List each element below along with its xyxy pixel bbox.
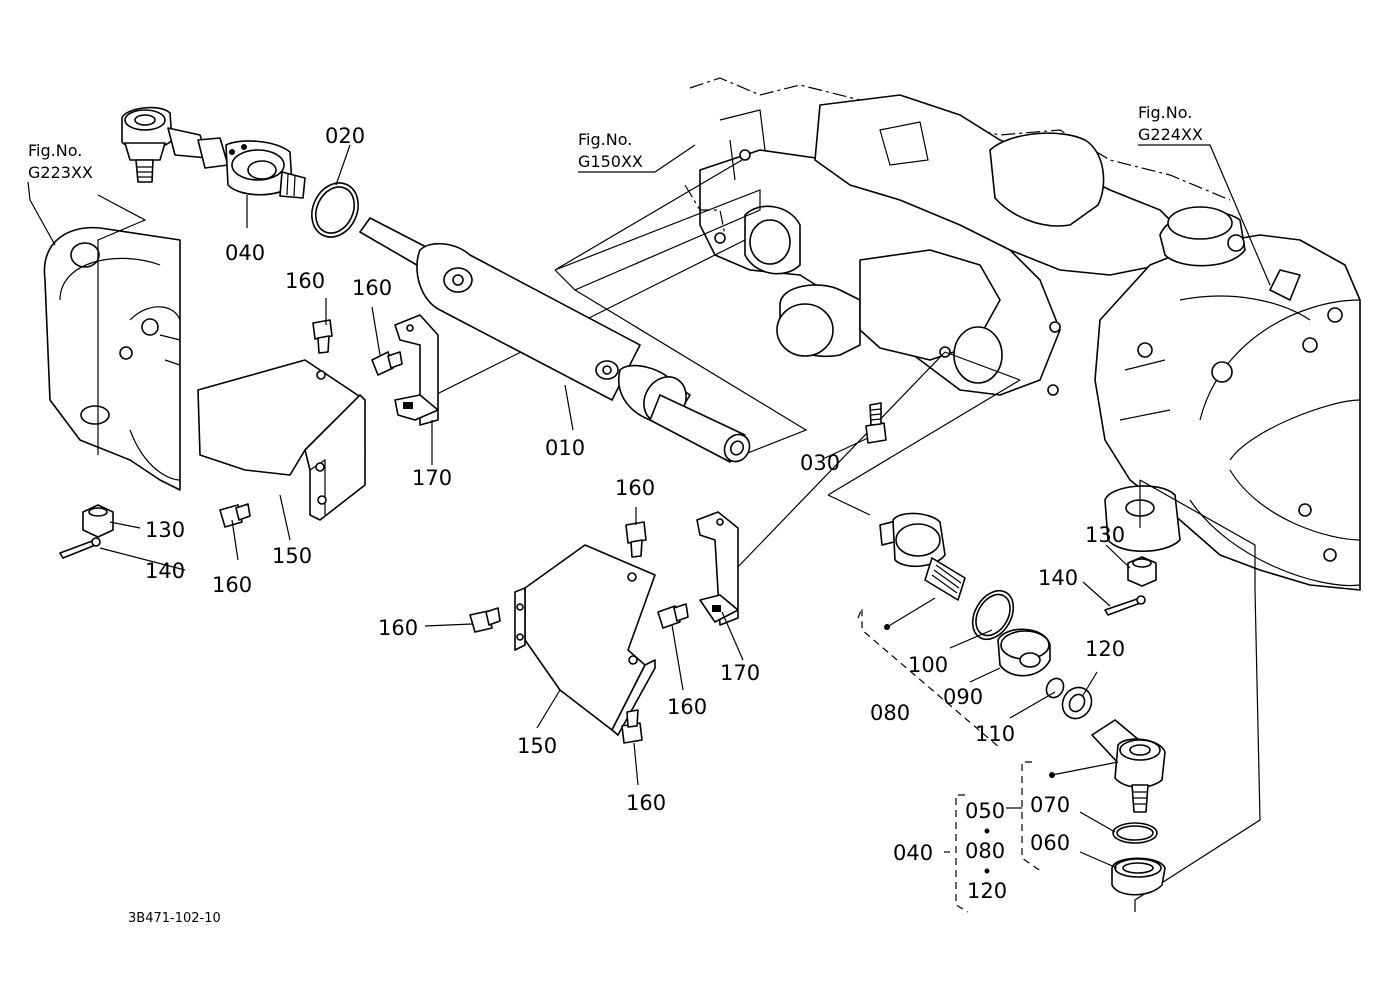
figure-references: Fig.No. G223XX Fig.No. G150XX Fig.No. G2… (28, 103, 1203, 182)
label-160-g: 160 (626, 791, 666, 815)
label-170-b: 170 (720, 661, 760, 685)
fig-ref-g224-line1: Fig.No. (1138, 103, 1192, 122)
bracket-170-lower (696, 511, 739, 626)
label-080-b: 080 (965, 839, 1005, 863)
label-090: 090 (943, 685, 983, 709)
label-040-bottom: 040 (893, 841, 933, 865)
label-160-a: 160 (285, 269, 325, 293)
leader-lines (27, 144, 1271, 869)
bolt-160-d (625, 521, 647, 558)
assembly-grouping-lines (857, 607, 1043, 913)
bolt-160-c (219, 503, 251, 528)
bolt-160-b (371, 351, 403, 376)
label-150-b: 150 (517, 734, 557, 758)
bolt-160-f (657, 603, 689, 629)
bolt-160-e (469, 607, 501, 633)
label-030: 030 (800, 451, 840, 475)
fig-ref-g150-line1: Fig.No. (578, 130, 632, 149)
shield-150-upper (197, 359, 366, 521)
fig-ref-g223-line1: Fig.No. (28, 141, 82, 160)
label-120-a: 120 (1085, 637, 1125, 661)
bracket-170-upper (394, 314, 439, 426)
o-ring-020 (311, 182, 359, 238)
label-160-e: 160 (378, 616, 418, 640)
part-number-labels: 020 040 160 160 010 170 150 160 130 140 … (145, 124, 1125, 903)
front-axle-housing (684, 77, 1231, 396)
bolts-160 (219, 319, 689, 744)
tie-rod-end-right (879, 512, 1166, 896)
fig-ref-g223-line2: G223XX (28, 163, 93, 182)
cotter-pin-140-left (59, 537, 101, 559)
drawing-code: 3B471-102-10 (128, 911, 221, 926)
fig-ref-g150-line2: G150XX (578, 152, 643, 171)
shield-150-lower (514, 544, 656, 736)
bolt-160-a (312, 319, 333, 354)
label-070: 070 (1030, 793, 1070, 817)
label-160-d: 160 (615, 476, 655, 500)
left-wheel-hub (43, 226, 181, 491)
cotter-pin-140-right (1104, 595, 1146, 616)
nut-130-right (1127, 556, 1157, 587)
fig-ref-g224-line2: G224XX (1138, 125, 1203, 144)
label-170-a: 170 (412, 466, 452, 490)
label-040-top: 040 (225, 241, 265, 265)
label-110: 110 (975, 722, 1015, 746)
label-130-right: 130 (1085, 523, 1125, 547)
label-060: 060 (1030, 831, 1070, 855)
nut-130-left (82, 504, 114, 538)
label-150-a: 150 (272, 544, 312, 568)
label-020: 020 (325, 124, 365, 148)
label-130-left: 130 (145, 518, 185, 542)
label-120-b: 120 (967, 879, 1007, 903)
steering-cylinder-010 (359, 217, 751, 463)
label-140-right: 140 (1038, 566, 1078, 590)
bolt-160-g (621, 709, 643, 744)
label-160-b: 160 (352, 276, 392, 300)
label-140-left: 140 (145, 559, 185, 583)
label-100: 100 (908, 653, 948, 677)
label-160-c: 160 (212, 573, 252, 597)
label-160-f: 160 (667, 695, 707, 719)
label-080-a: 080 (870, 701, 910, 725)
right-wheel-hub (1094, 206, 1361, 591)
label-010: 010 (545, 436, 585, 460)
label-050: 050 (965, 799, 1005, 823)
bolt-030 (865, 402, 887, 444)
tie-rod-end-left (121, 106, 306, 199)
